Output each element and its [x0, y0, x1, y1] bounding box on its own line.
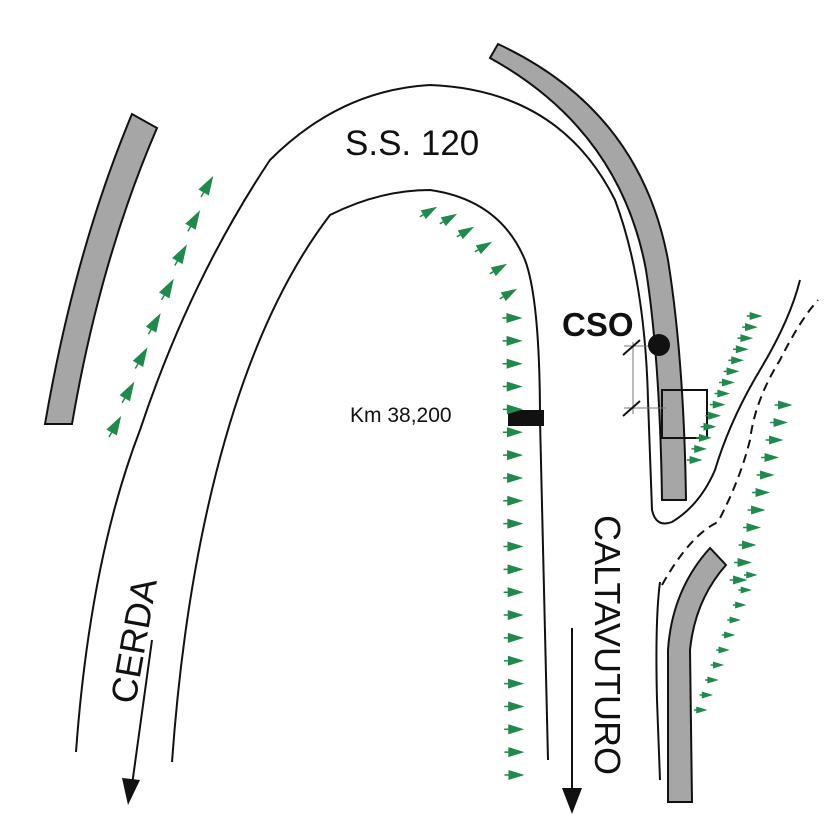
km-marker-label: Km 38,200 [350, 404, 452, 427]
slope-tick [503, 495, 524, 506]
slope-tick [714, 389, 731, 398]
slope-tick [503, 587, 524, 598]
slope-tick [502, 427, 524, 438]
slope-tick [502, 358, 523, 369]
dimension-tick-bottom [622, 400, 641, 417]
km-marker-bar [508, 410, 544, 426]
slope-tick [686, 455, 703, 465]
slope-tick [503, 610, 524, 621]
slope-tick [172, 244, 187, 266]
slope-tick [705, 411, 721, 420]
slope-tick [738, 586, 752, 594]
slope-tick [419, 206, 438, 220]
slope-tick [691, 444, 708, 453]
slope-tick [696, 433, 712, 442]
slope-tick [439, 213, 458, 227]
slope-tick [503, 518, 524, 529]
cerda-label: CERDA [103, 575, 165, 706]
slope-tick [710, 661, 725, 669]
slope-tick [716, 646, 730, 654]
caltavuturo-direction-arrow [562, 628, 582, 814]
road-inner-edge [171, 188, 549, 763]
slope-tick [499, 288, 518, 302]
slope-tick [145, 312, 161, 335]
slope-tick [502, 404, 523, 415]
slope-tick [119, 381, 135, 404]
slope-tick [721, 631, 736, 639]
slope-tick [729, 575, 748, 585]
slope-tick [728, 356, 745, 365]
lower-right-gray-strip [667, 546, 728, 803]
slope-tick [503, 541, 524, 552]
slope-tick [456, 226, 475, 240]
slope-tick [699, 691, 714, 699]
slope-tick [734, 557, 753, 568]
road-outer-edge [75, 83, 801, 753]
slope-tick [503, 564, 524, 575]
caltavuturo-label: CALTAVUTURO [587, 515, 628, 775]
slope-tick [743, 522, 762, 533]
slope-tick [742, 323, 758, 332]
slope-tick [774, 400, 793, 410]
slope-tick [770, 417, 789, 428]
slope-tick [198, 175, 214, 198]
slope-tick [504, 724, 525, 735]
side-road-left-edge [655, 581, 661, 781]
slope-tick [503, 472, 524, 483]
cerda-direction-arrow [122, 639, 153, 805]
slope-tick [738, 540, 757, 550]
slope-tick [504, 747, 525, 758]
side-road-dashed-edge [661, 299, 819, 586]
slope-tick [747, 505, 766, 515]
slope-tick [694, 706, 708, 714]
slope-tick [106, 415, 122, 438]
road-name-label: S.S. 120 [345, 124, 479, 163]
slope-tick [744, 571, 758, 579]
embankment-ticks [106, 175, 793, 781]
slope-tick [756, 470, 775, 480]
slope-tick [732, 601, 747, 609]
cso-label: CSO [562, 306, 634, 343]
slope-tick [502, 450, 524, 461]
slope-tick [719, 378, 735, 387]
cso-point-marker [648, 334, 670, 356]
slope-tick [746, 311, 763, 321]
slope-tick [727, 616, 741, 624]
slope-tick [503, 632, 524, 643]
slope-tick [474, 241, 493, 255]
slope-tick [503, 655, 525, 666]
slope-tick [765, 435, 784, 445]
slope-tick [489, 263, 508, 277]
slope-tick [504, 769, 525, 781]
slope-tick [504, 701, 525, 712]
slope-tick [732, 345, 749, 354]
left-gray-strip [43, 112, 159, 425]
slope-tick [705, 676, 719, 684]
dimension-tick-top [622, 339, 641, 356]
slope-tick [723, 367, 740, 376]
slope-tick [502, 381, 523, 392]
slope-tick [752, 487, 771, 498]
slope-tick [502, 335, 523, 346]
slope-tick [761, 452, 780, 463]
slope-tick [737, 334, 754, 343]
upper-right-gray-strip [488, 42, 688, 501]
slope-tick [132, 347, 148, 369]
slope-tick [502, 312, 523, 324]
slope-tick [709, 400, 726, 409]
slope-tick [700, 422, 717, 431]
slope-tick [503, 678, 525, 689]
slope-tick [185, 210, 201, 232]
slope-tick [158, 278, 174, 301]
